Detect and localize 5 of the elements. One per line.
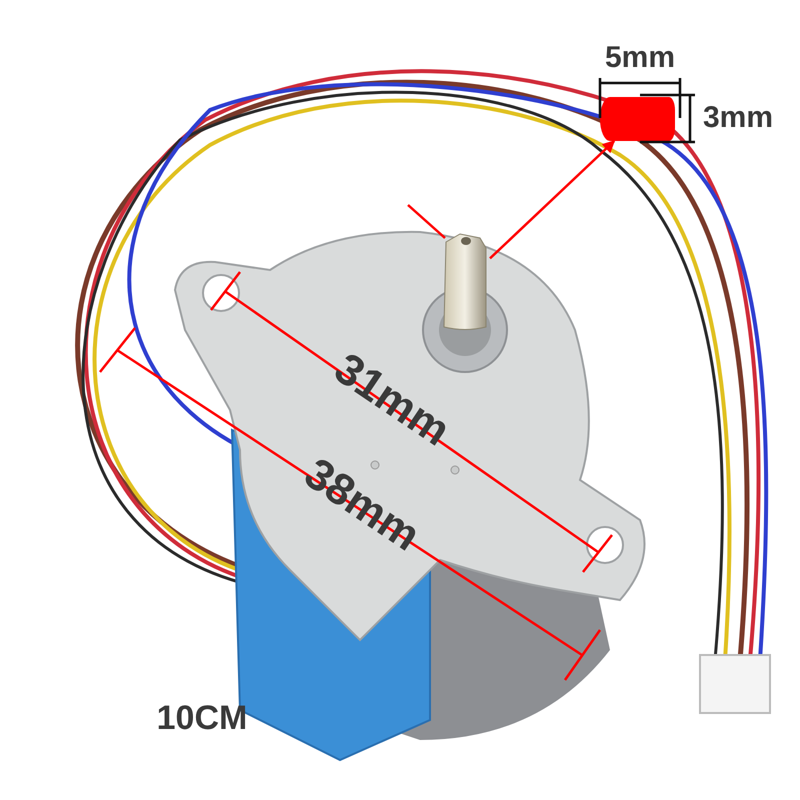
- dimension-label: 3mm: [702, 103, 774, 133]
- dimension-label: 5mm: [604, 43, 676, 73]
- leader-arrow: [489, 140, 616, 260]
- shaft-cross-section: [600, 97, 675, 141]
- dimension-label: 10CM: [156, 701, 248, 735]
